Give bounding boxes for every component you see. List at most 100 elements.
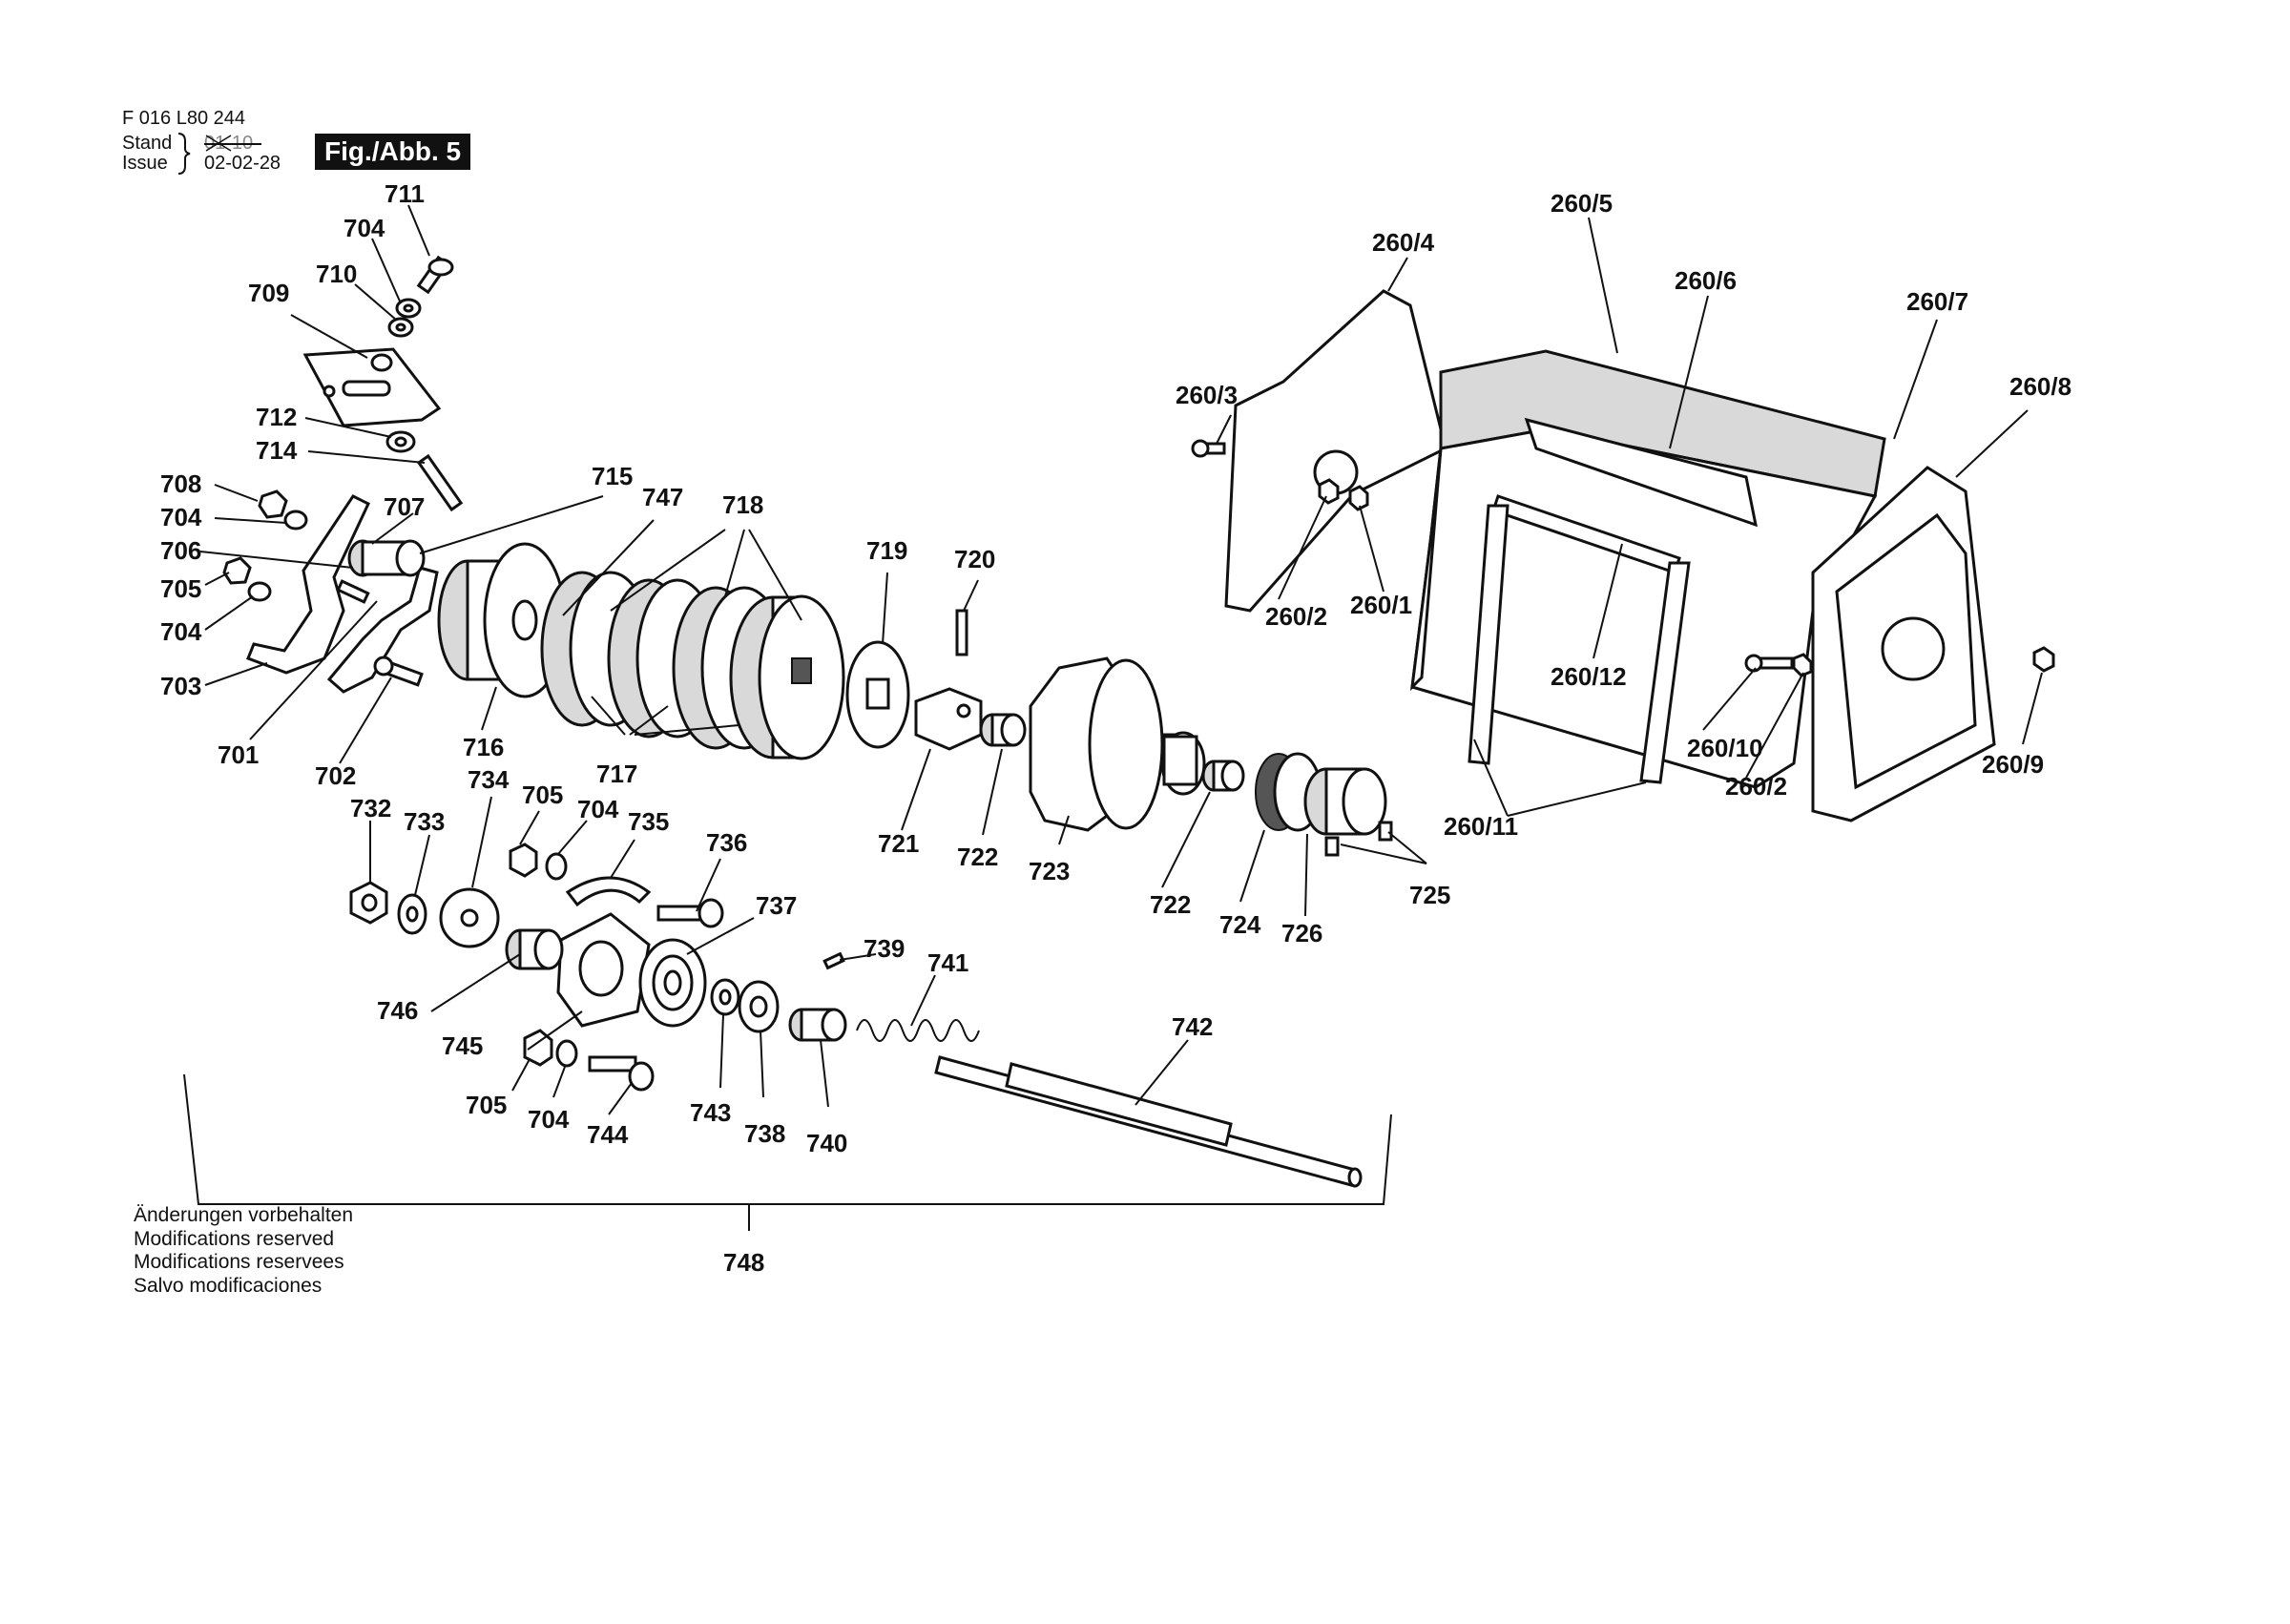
issue-label: Issue [122,153,168,174]
label-704: 704 [344,214,385,242]
rail-260-12 [1468,494,1691,784]
label-260-5: 260/5 [1551,189,1613,218]
bushing-722 [979,713,1027,747]
washer-743 [710,978,740,1016]
bearing-737 [638,938,707,1028]
label-720: 720 [954,545,995,573]
hub-723b [1160,731,1206,796]
nut-705b-704b [523,1029,578,1068]
washer-733 [397,893,427,935]
note-fr: Modifications reservees [134,1251,344,1273]
label-712: 712 [256,403,297,431]
side-panel-260-8 [1811,466,1996,822]
label-735: 735 [628,807,669,836]
nut-260-9 [2032,646,2055,673]
bracket-icon [183,1073,1392,1231]
label-260-10: 260/10 [1687,734,1763,762]
spring-741 [856,1019,980,1042]
bushing-722b [1201,760,1245,792]
label-704b: 704 [160,503,202,531]
leader-lines [199,204,2043,1115]
label-705b: 705 [522,781,563,809]
clip-735 [565,876,652,907]
struck-text-icon [204,135,261,152]
label-260-6: 260/6 [1675,266,1737,295]
label-711: 711 [385,179,425,208]
label-260-3: 260/3 [1176,381,1238,409]
label-701: 701 [218,740,259,769]
label-726: 726 [1281,919,1322,947]
flange-745 [556,912,651,1028]
block-721 [914,687,983,751]
label-709: 709 [248,279,289,307]
washer-738 [738,980,780,1033]
label-704d: 704 [577,795,619,823]
bracket-701 [326,566,439,694]
label-736: 736 [706,828,747,857]
bushing-746 [505,928,564,970]
label-740: 740 [806,1129,847,1157]
note-en: Modifications reserved [134,1227,335,1250]
label-716: 716 [463,733,504,761]
label-260-4: 260/4 [1372,228,1435,257]
coupling-723 [1029,656,1180,832]
shaft-742 [934,1055,1363,1188]
pin-739 [822,951,845,970]
label-714: 714 [256,436,298,465]
label-260-12: 260/12 [1551,662,1627,691]
sleeve-740 [788,1008,847,1042]
label-725: 725 [1409,881,1450,909]
screw-260-10 [1744,653,1813,677]
stand-label: Stand [122,133,173,154]
bracket-plate-709 [302,347,442,427]
label-702: 702 [315,761,356,790]
pin-714 [416,453,464,512]
nut-705-704 [509,843,568,881]
doc-number: F 016 L80 244 [122,108,245,129]
washer-712 [385,430,416,453]
modifications-notes: Änderungen vorbehalten Modifications res… [134,1204,353,1298]
label-734: 734 [468,765,510,794]
label-741: 741 [927,948,968,977]
label-705c: 705 [466,1091,507,1119]
label-260-11: 260/11 [1444,812,1518,841]
hub-726 [1303,767,1387,836]
label-710: 710 [316,260,357,288]
label-743: 743 [690,1098,731,1127]
side-panel-260-4 [1224,289,1447,613]
screw-702 [373,656,424,687]
nuts-708-704-705 [222,489,308,602]
label-732: 732 [350,794,391,822]
label-738: 738 [744,1119,785,1148]
washers-704-710 [387,298,422,338]
label-717: 717 [596,760,637,788]
label-748: 748 [723,1248,764,1277]
label-260-2b: 260/2 [1725,772,1787,801]
pin-720 [955,609,968,656]
label-705: 705 [160,574,201,603]
label-722: 722 [957,843,998,871]
label-747: 747 [642,483,683,511]
screw-260-3 [1191,439,1226,458]
label-719: 719 [866,536,907,565]
bolt-736 [656,898,724,928]
label-722b: 722 [1150,890,1191,919]
label-739: 739 [864,934,905,963]
note-de: Änderungen vorbehalten [134,1204,354,1226]
roller-707-706 [347,539,426,577]
label-704c: 704 [160,617,202,646]
nut-732 [349,881,388,925]
label-260-7: 260/7 [1906,287,1968,316]
drum-718 [758,594,845,760]
label-745: 745 [442,1031,483,1060]
label-742: 742 [1172,1012,1213,1041]
label-260-8: 260/8 [2009,372,2071,401]
label-721: 721 [878,829,919,858]
label-733: 733 [404,807,445,836]
note-es: Salvo modificaciones [134,1274,323,1297]
label-707: 707 [384,492,425,521]
label-260-9: 260/9 [1982,750,2044,779]
label-718: 718 [722,490,763,519]
nuts-260-2-260-1 [1318,478,1369,511]
